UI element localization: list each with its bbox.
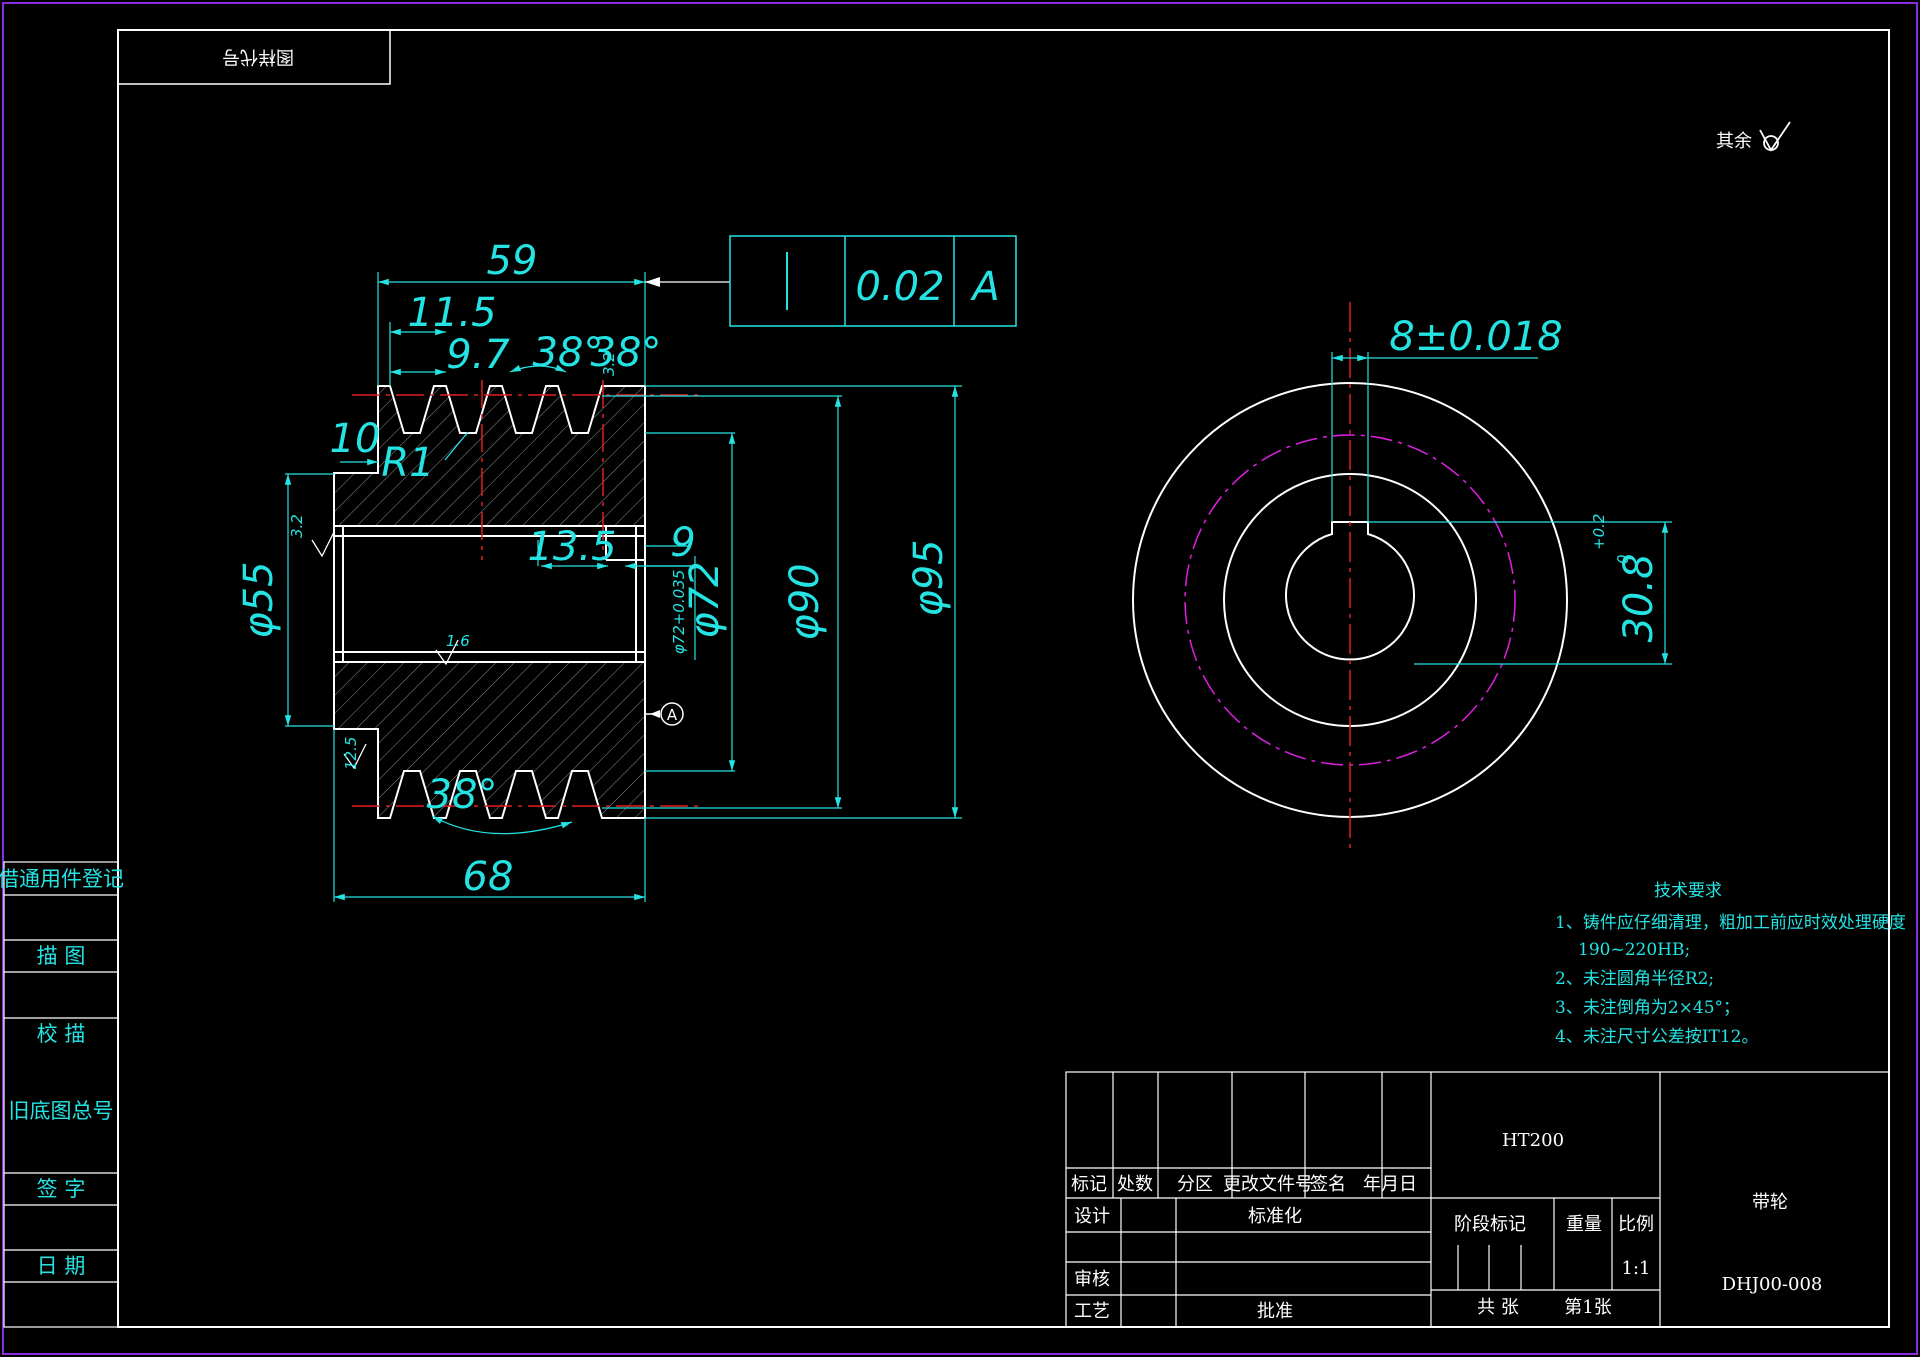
- tolerance-datum: A: [969, 264, 999, 310]
- top-tag-box: 图样代号: [117, 29, 391, 85]
- tb-stage-mark: 阶段标记: [1454, 1214, 1526, 1235]
- tech-req-item-2: 2、未注圆角半径R2;: [1555, 969, 1714, 989]
- dim-keyway-width: 8±0.018: [1389, 314, 1562, 360]
- datum-a-label: A: [667, 706, 678, 724]
- dim-keyway-tol-lower: 0: [1614, 554, 1632, 564]
- side-label-borrow: 借通用件登记: [0, 867, 124, 891]
- dim-groove-angle-1: 38°: [533, 330, 604, 376]
- dim-keyway-tol-upper: +0.2: [1590, 514, 1608, 550]
- end-view-dims: [1331, 352, 1672, 665]
- dim-pitch-diameter: φ90: [782, 563, 828, 640]
- side-label-date: 日 期: [37, 1254, 86, 1278]
- dim-total-length: 68: [463, 854, 514, 900]
- side-label-check: 校 描: [37, 1022, 86, 1046]
- tb-approve: 批准: [1257, 1301, 1293, 1322]
- dim-step-height: 10: [330, 416, 381, 462]
- side-label-old-number: 旧底图总号: [9, 1099, 114, 1123]
- roughness-bore-value: 3.2: [288, 514, 306, 538]
- section-outline: [333, 385, 646, 819]
- tolerance-frame: 0.02 A: [645, 235, 1017, 327]
- tb-part-name: 带轮: [1752, 1192, 1788, 1213]
- tb-standardize: 标准化: [1248, 1206, 1302, 1227]
- roughness-note-text: 其余: [1716, 131, 1752, 152]
- section-hatch-top: [334, 386, 645, 526]
- roughness-mark-side: 12.5: [342, 737, 367, 770]
- dim-bore-diameter: φ55: [236, 561, 282, 638]
- tb-header-zone: 分区: [1177, 1174, 1213, 1195]
- dim-outer-diameter: φ95: [906, 539, 952, 616]
- tolerance-value: 0.02: [855, 264, 944, 310]
- keyway-bore: [1285, 521, 1415, 661]
- tb-weight: 重量: [1566, 1214, 1602, 1235]
- tb-header-change: 更改文件号: [1223, 1174, 1313, 1195]
- tb-header-sign: 签名: [1310, 1174, 1346, 1195]
- roughness-mark-top: 3.2: [600, 352, 618, 376]
- tb-sheet-no: 第1张: [1564, 1297, 1611, 1318]
- tb-process: 工艺: [1074, 1301, 1110, 1322]
- tech-req-item-3: 3、未注倒角为2×45°；: [1555, 998, 1740, 1018]
- dim-groove-depth: 13.5: [527, 524, 616, 570]
- tech-req-item-1: 1、铸件应仔细清理，粗加工前应时效处理硬度: [1555, 913, 1906, 933]
- roughness-symbol-icon: [1759, 121, 1791, 152]
- tech-req-item-4: 4、未注尺寸公差按IT12。: [1555, 1027, 1759, 1047]
- dim-hub-diameter: φ72: [682, 561, 728, 638]
- section-centerlines: [352, 380, 700, 807]
- tb-scale-value: 1:1: [1622, 1258, 1651, 1279]
- tb-header-date: 年月日: [1363, 1174, 1417, 1195]
- technical-requirements: 技术要求 1、铸件应仔细清理，粗加工前应时效处理硬度 190~220HB; 2、…: [1555, 881, 1906, 1047]
- tb-review: 审核: [1074, 1269, 1110, 1290]
- roughness-face-value: 1.6: [446, 632, 470, 650]
- roughness-top-value: 3.2: [600, 352, 618, 376]
- dim-groove-angle-2: 38°: [591, 330, 662, 376]
- tb-drawing-no: DHJ00-008: [1722, 1274, 1823, 1295]
- dim-keyway-height: 30.8: [1616, 553, 1662, 642]
- dimension-lines: [284, 278, 959, 901]
- dim-bottom-groove-angle: 38°: [427, 772, 498, 818]
- dim-overall-width: 59: [487, 238, 538, 284]
- roughness-side-value: 12.5: [342, 737, 360, 770]
- tb-design: 设计: [1074, 1206, 1110, 1227]
- title-block: [1065, 1071, 1890, 1328]
- sheet-inner-border: [117, 29, 1890, 1328]
- tech-req-item-1b: 190~220HB;: [1578, 940, 1690, 960]
- datum-a-symbol: A: [645, 702, 684, 726]
- dim-fillet: R1: [381, 440, 434, 486]
- section-hatch-bottom: [334, 662, 645, 818]
- dim-key-depth: 9: [670, 520, 695, 566]
- side-panel: [3, 861, 119, 1328]
- top-tag-text: 图样代号: [222, 46, 294, 67]
- side-label-trace: 描 图: [37, 944, 86, 968]
- roughness-mark-bore: 3.2: [288, 514, 335, 558]
- section-view: 59 11.5 9.7 38° 38° 10 R1 13.5 9 φ55 φ72…: [236, 235, 1017, 902]
- end-view: 8±0.018 30.8 +0.2 0: [1132, 302, 1672, 852]
- extension-lines: [285, 272, 962, 902]
- side-label-sign: 签 字: [37, 1177, 86, 1201]
- tb-material: HT200: [1502, 1130, 1564, 1151]
- dim-groove-pitch: 9.7: [446, 332, 510, 378]
- tb-sheets-total: 共 张: [1477, 1297, 1519, 1318]
- tb-header-count: 处数: [1117, 1174, 1153, 1195]
- tb-scale-label: 比例: [1618, 1214, 1654, 1235]
- roughness-mark-face: 1.6: [435, 632, 470, 666]
- tb-header-mark: 标记: [1071, 1174, 1107, 1195]
- tech-req-title: 技术要求: [1654, 881, 1722, 901]
- dim-groove-span: 11.5: [407, 290, 496, 336]
- roughness-note: 其余: [1716, 121, 1791, 152]
- dim-hub-tolerance: φ72+0.035: [670, 570, 688, 655]
